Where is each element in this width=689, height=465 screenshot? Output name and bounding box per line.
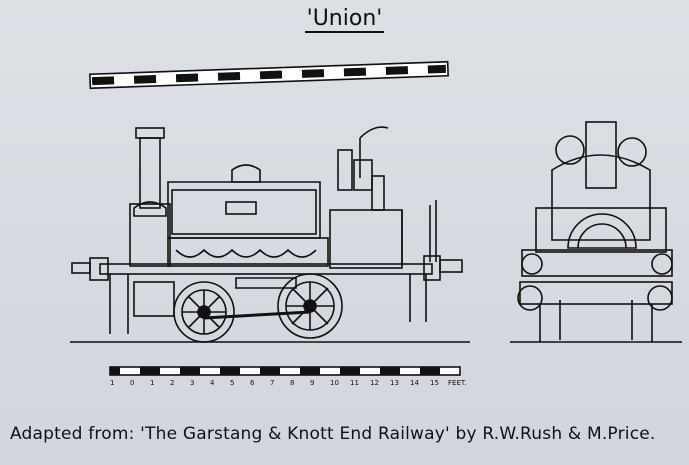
top-scale-bar: [89, 60, 449, 90]
scale-tick: 8: [290, 379, 294, 387]
source-caption: Adapted from: 'The Garstang & Knott End …: [10, 424, 656, 444]
scale-tick: 5: [230, 379, 234, 387]
scale-unit: FEET.: [448, 379, 467, 387]
bottom-scale-bar: [109, 366, 461, 376]
scale-tick: 11: [350, 379, 359, 387]
scale-tick: 3: [190, 379, 194, 387]
scale-tick: 2: [170, 379, 174, 387]
drawing-title: 'Union': [304, 6, 385, 33]
scale-tick: 0: [130, 379, 134, 387]
scale-tick: 14: [410, 379, 419, 387]
scale-tick: 12: [370, 379, 379, 387]
scale-tick: 13: [390, 379, 399, 387]
side-elevation: [70, 126, 470, 343]
scale-tick: 6: [250, 379, 255, 387]
scale-tick: 7: [270, 379, 274, 387]
scale-tick: 10: [330, 379, 339, 387]
scale-tick: 9: [310, 379, 314, 387]
scale-tick-labels: 1 0 1 2 3 4 5 6 7 8 9 10 11 12 13 14 15 …: [110, 379, 467, 387]
scale-tick: 1: [110, 379, 114, 387]
front-elevation: [510, 121, 682, 343]
scale-tick: 15: [430, 379, 439, 387]
scale-tick: 1: [150, 379, 154, 387]
scale-tick: 4: [210, 379, 215, 387]
